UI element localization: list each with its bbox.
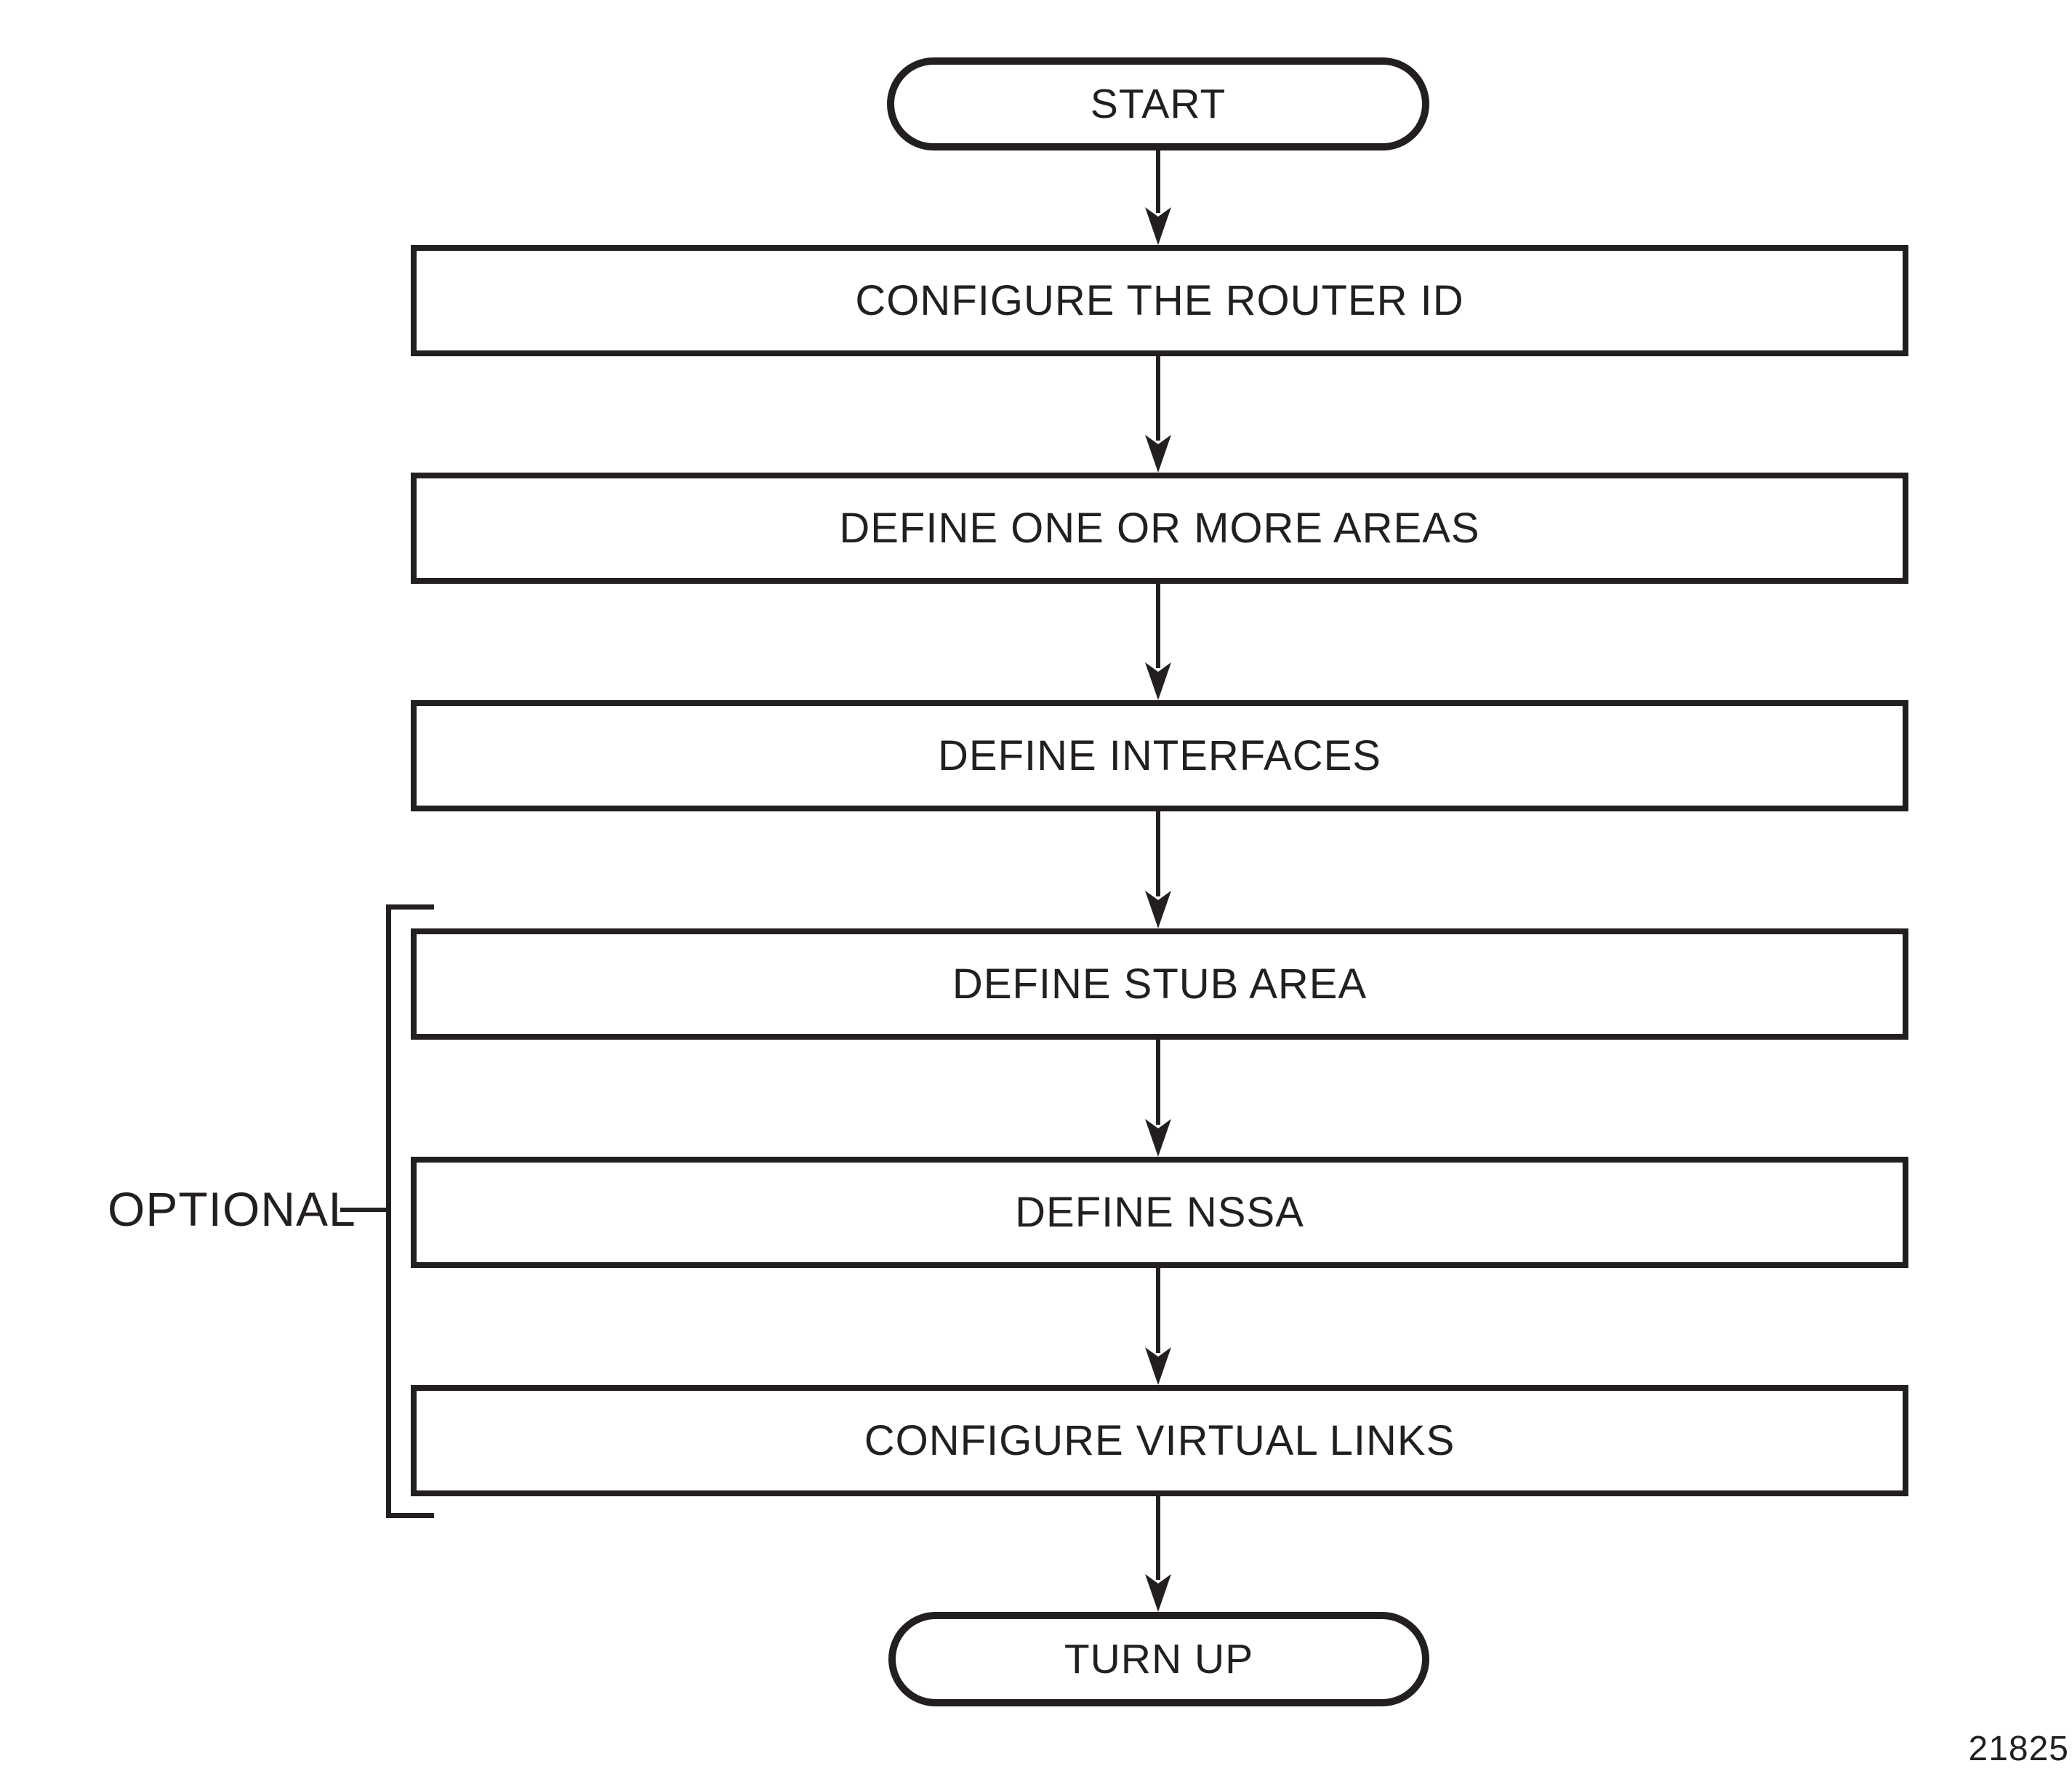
process-define-nssa: DEFINE NSSA (411, 1157, 1908, 1268)
optional-label-text: OPTIONAL (108, 1182, 356, 1236)
process-label: CONFIGURE VIRTUAL LINKS (864, 1416, 1455, 1464)
flow-arrow (1145, 584, 1171, 700)
arrow-shaft (1156, 811, 1160, 896)
process-label: DEFINE INTERFACES (938, 731, 1381, 779)
optional-label-dash (340, 1208, 388, 1212)
end-terminator: TURN UP (888, 1612, 1429, 1706)
process-label: DEFINE NSSA (1015, 1188, 1304, 1236)
arrow-shaft (1156, 584, 1160, 668)
arrow-shaft (1156, 1268, 1160, 1353)
arrow-shaft (1156, 356, 1160, 441)
process-configure-virtual-links: CONFIGURE VIRTUAL LINKS (411, 1385, 1908, 1496)
flow-arrow (1145, 1268, 1171, 1385)
arrow-head-icon (1145, 207, 1171, 245)
flow-arrow (1145, 1496, 1171, 1612)
process-label: CONFIGURE THE ROUTER ID (855, 276, 1464, 324)
process-label: DEFINE STUB AREA (952, 960, 1368, 1008)
start-label: START (1090, 80, 1226, 127)
flow-arrow (1145, 150, 1171, 245)
arrow-shaft (1156, 150, 1160, 213)
arrow-head-icon (1145, 1347, 1171, 1385)
optional-bracket-line (386, 904, 391, 1518)
arrow-shaft (1156, 1040, 1160, 1125)
end-label: TURN UP (1064, 1635, 1254, 1682)
process-define-stub-area: DEFINE STUB AREA (411, 928, 1908, 1040)
process-label: DEFINE ONE OR MORE AREAS (839, 504, 1480, 552)
flow-arrow (1145, 1040, 1171, 1157)
arrow-head-icon (1145, 891, 1171, 928)
arrow-head-icon (1145, 1119, 1171, 1157)
arrow-head-icon (1145, 435, 1171, 473)
process-define-interfaces: DEFINE INTERFACES (411, 700, 1908, 811)
process-define-areas: DEFINE ONE OR MORE AREAS (411, 473, 1908, 584)
optional-bracket-tick-top (386, 904, 434, 910)
flow-arrow (1145, 811, 1171, 928)
figure-number: 21825 (1968, 1730, 2069, 1768)
optional-bracket-tick-bottom (386, 1513, 434, 1518)
arrow-head-icon (1145, 662, 1171, 700)
arrow-head-icon (1145, 1574, 1171, 1612)
flow-arrow (1145, 356, 1171, 473)
process-configure-router-id: CONFIGURE THE ROUTER ID (411, 245, 1908, 356)
arrow-shaft (1156, 1496, 1160, 1580)
optional-group-label: OPTIONAL (108, 1184, 356, 1234)
start-terminator: START (887, 57, 1429, 150)
